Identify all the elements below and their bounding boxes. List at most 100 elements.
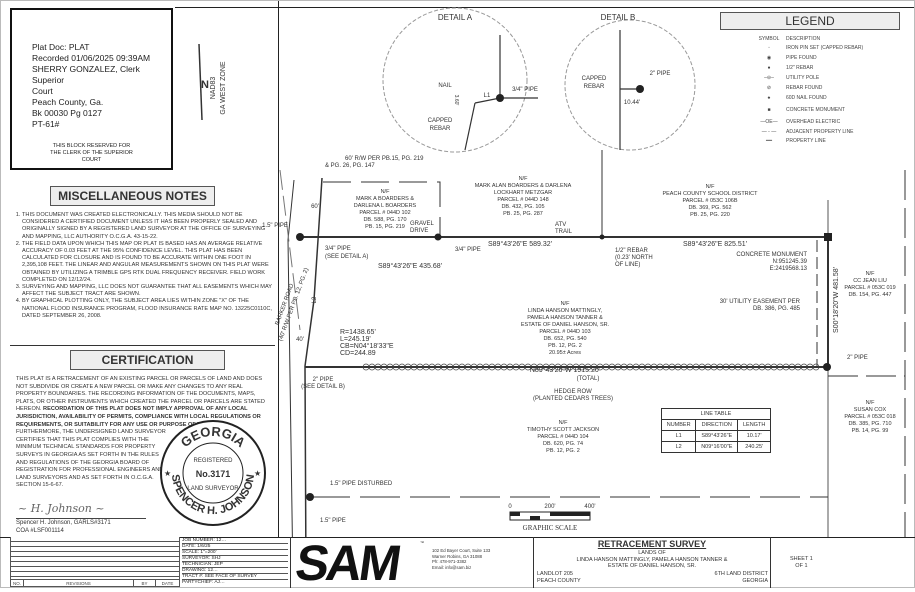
parcel-label: N/F xyxy=(561,301,571,307)
utility-pole-icon: –⊖– xyxy=(764,75,774,81)
property-line xyxy=(300,236,829,368)
line-table-title: LINE TABLE xyxy=(661,408,771,420)
job-party-chief: PARTYCHIEF: AJ… xyxy=(182,580,225,585)
col-header: NUMBER xyxy=(660,419,697,431)
pipe-label: 1.5" PIPE DISTURBED xyxy=(330,481,393,487)
rev-no-header: NO. xyxy=(12,581,21,586)
pipe-label: 3/4" PIPE xyxy=(325,246,351,252)
job-scale: SCALE: 1"=200' xyxy=(182,550,288,556)
bearing-label: S89°43'26"E 589.32' xyxy=(488,240,552,248)
rebar-found-icon: ⊘ xyxy=(766,85,772,91)
concrete-monument-icon xyxy=(824,233,832,241)
parcel-label: N/F xyxy=(866,400,876,406)
parcel-label: PB. 14, PG. 99 xyxy=(852,428,889,434)
nail-icon: ♠ xyxy=(767,95,771,101)
seal-number: No.3171 xyxy=(196,469,231,479)
hedge-label: HEDGE ROW xyxy=(554,389,592,395)
cell: 10.17' xyxy=(737,430,771,442)
parcel-label: DB. 432, PG. 105 xyxy=(501,204,544,210)
divider xyxy=(770,537,771,588)
parcel-label: PARCEL # 053C 106B xyxy=(682,198,737,204)
pipe-found-icon xyxy=(496,94,504,102)
legend-label: ADJACENT PROPERTY LINE xyxy=(786,129,854,135)
pipe-label: (SEE DETAIL A) xyxy=(325,254,368,260)
detail-a-l1: L1 xyxy=(484,93,491,99)
parcel-label: DB. 620, PG. 74 xyxy=(543,441,583,447)
parcel-label: PEACH COUNTY SCHOOL DISTRICT xyxy=(662,191,758,197)
parcel-label: MARK ALAN BOARDERS & DARLENA xyxy=(475,183,572,189)
plat-drawing: N NAD83 GA WEST ZONE DETAIL A NAIL 3/4" … xyxy=(198,7,906,537)
job-technician: TECHNICIAN: JEP xyxy=(182,562,288,568)
detail-a-circle xyxy=(382,7,528,153)
legend-label: CONCRETE MONUMENT xyxy=(786,107,845,113)
seal-star-icon: ★ xyxy=(254,469,261,478)
parcel-label: PARCEL # 044D 103 xyxy=(539,329,590,335)
easement-label: DB. 386, PG. 485 xyxy=(753,306,801,312)
bearing-total: (TOTAL) xyxy=(577,376,600,382)
left-panel xyxy=(0,0,279,537)
parcel-label: PB. 25, PG. 287 xyxy=(503,211,543,217)
road-width: 40' xyxy=(296,337,304,343)
legend-label: 60D NAIL FOUND xyxy=(786,95,827,101)
hedge-tree-icon xyxy=(812,363,820,371)
overhead-electric-icon: —OE— xyxy=(760,119,778,125)
coa-number: COA #LSF001114 xyxy=(16,528,64,534)
pipe-label: 1.5" PIPE xyxy=(262,223,288,229)
misc-notes-title: MISCELLANEOUS NOTES xyxy=(50,186,215,206)
revisions-table: NO. REVISIONS BY DATE xyxy=(10,537,180,587)
survey-title: RETRACEMENT SURVEY xyxy=(597,539,707,549)
divider xyxy=(533,537,534,588)
row-width: 60' xyxy=(311,204,319,210)
seal-registered: REGISTERED xyxy=(193,458,233,464)
parcel-label: LOCKHART METZGAR xyxy=(494,190,552,196)
row-note: & PG. 26, PG. 147 xyxy=(325,163,375,169)
landlot: LANDLOT 205 xyxy=(537,571,573,577)
parcel-label: PARCEL # 044D 148 xyxy=(497,197,548,203)
easement-label: 30' UTILITY EASEMENT PER xyxy=(720,299,801,305)
pipe-found-icon xyxy=(636,85,644,93)
detail-a-nail: NAIL xyxy=(438,83,452,89)
certification-text: THIS PLAT IS A RETRACEMENT OF AN EXISTIN… xyxy=(16,376,274,490)
legend-label: REBAR FOUND xyxy=(786,85,823,91)
curve-data: CD=244.89 xyxy=(340,350,376,357)
legend-title: LEGEND xyxy=(720,12,900,30)
curve-data: R=1438.65' xyxy=(340,329,376,336)
col-header: LENGTH xyxy=(737,419,771,431)
clerk-line: Court xyxy=(32,86,53,96)
rebar-label: (0.23' NORTH xyxy=(615,255,653,261)
parcel-label: PB. 12, PG. 2 xyxy=(546,448,580,454)
address-line: Warner Robins, GA 31088 xyxy=(432,553,482,559)
parcel-label: PARCEL # 053C 019 xyxy=(844,285,895,291)
rebar-label: 1/2" REBAR xyxy=(615,248,648,254)
pipe-found-icon xyxy=(306,493,314,501)
pipe-label: 1.5" PIPE xyxy=(320,518,346,524)
clerk-line: Bk 00030 Pg 0127 xyxy=(32,108,102,118)
gravel-drive-label: DRIVE xyxy=(410,228,428,234)
col-header: DIRECTION xyxy=(695,419,739,431)
pipe-label: 2" PIPE xyxy=(847,355,868,361)
surveyor-signature: ~ H. Johnson ~ xyxy=(18,502,105,515)
cell: L1 xyxy=(660,430,697,442)
note-item: SURVEYING AND MAPPING, LLC DOES NOT GUAR… xyxy=(22,284,274,298)
parcel-label: DB. 652, PG. 540 xyxy=(543,336,586,342)
concrete-monument-icon: ■ xyxy=(767,107,771,113)
scale-tick: 0 xyxy=(508,504,512,510)
sheet-line: SHEET 1 xyxy=(790,556,813,562)
north-arrow-icon xyxy=(198,43,203,121)
note-item: THE FIELD DATA UPON WHICH THIS MAP OR PL… xyxy=(22,241,274,284)
parcel-label: N/F xyxy=(559,420,569,426)
cert-text: THIS PLAT IS A RETRACEMENT OF AN EXISTIN… xyxy=(16,376,265,413)
detail-b-pipe: 2" PIPE xyxy=(650,71,671,77)
divider xyxy=(290,537,291,588)
job-tract: TRACT #: SEE FACE OF SURVEY xyxy=(182,574,288,580)
hedge-label: (PLANTED CEDARS TREES) xyxy=(533,396,613,402)
detail-a-title: DETAIL A xyxy=(438,13,473,22)
lands-of: LANDS OF xyxy=(638,550,666,556)
scale-tick: 400' xyxy=(584,504,595,510)
